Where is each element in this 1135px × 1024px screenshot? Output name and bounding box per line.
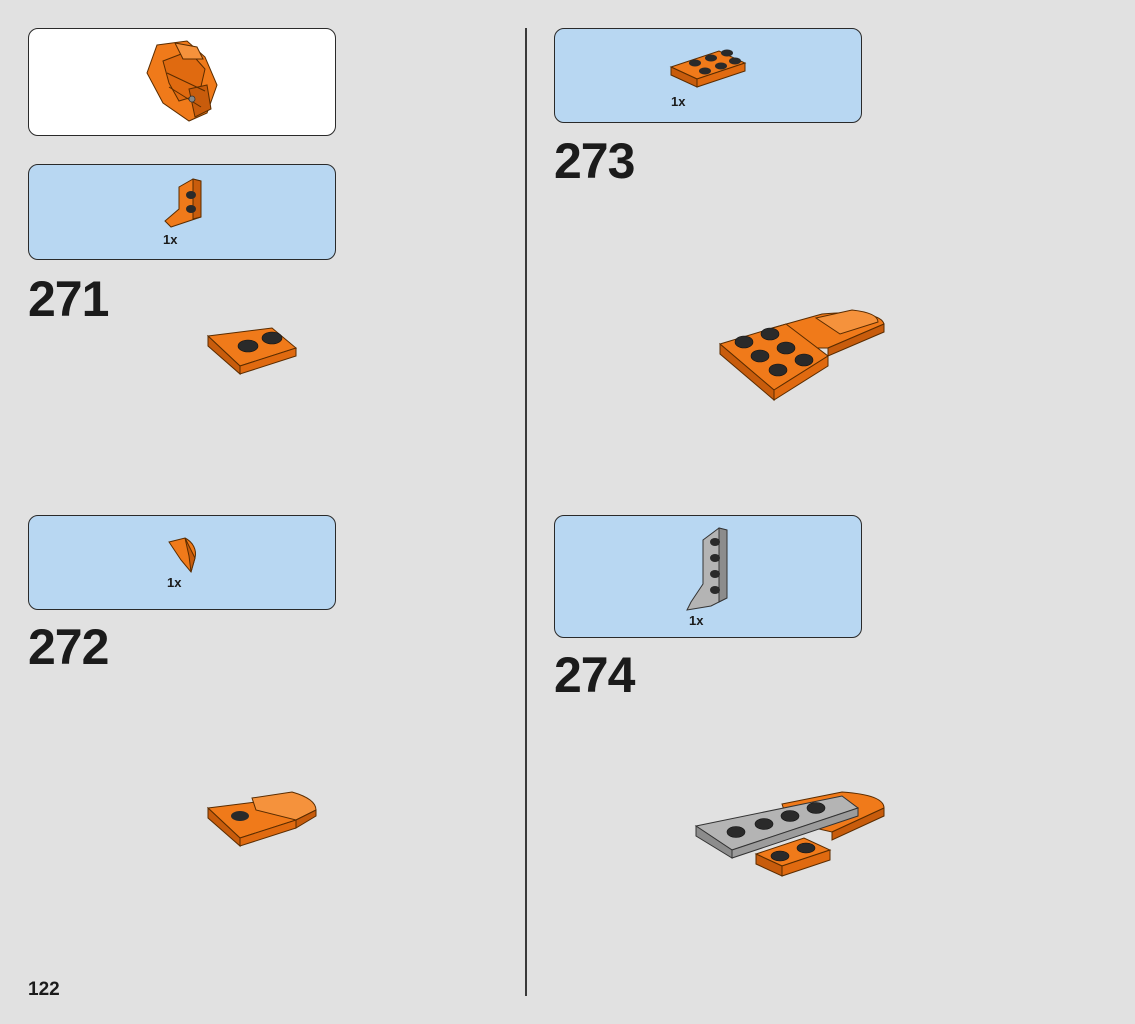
part-quantity: 1x [689,613,704,628]
gray-wedge-attached-assembly-icon [694,791,885,877]
wedge-with-slope-assembly-icon [206,791,317,848]
part-quantity: 1x [167,575,182,590]
subassembly-preview-callout [28,28,336,136]
plate-on-wedge-assembly-icon [718,309,885,402]
step-number-274: 274 [554,647,635,703]
step-number-273: 273 [554,133,635,189]
orange-subassembly-icon [146,40,218,122]
gray-wedge-plate-icon [686,527,728,611]
page-number: 122 [28,979,60,1000]
step-number-272: 272 [28,619,109,675]
step-272-parts-callout: 1x [28,515,336,610]
orange-wedge-plate-assembly-icon [206,327,298,376]
orange-curved-slope-icon [168,537,196,574]
step-number-271: 271 [28,271,109,327]
step-271-parts-callout: 1x [28,164,336,260]
step-274-parts-callout: 1x [554,515,862,638]
part-quantity: 1x [671,94,686,109]
page-divider [525,28,527,996]
step-273-parts-callout: 1x [554,28,862,123]
orange-2x3-plate-icon [669,49,747,88]
part-quantity: 1x [163,232,178,247]
orange-wedge-plate-icon [164,178,202,228]
